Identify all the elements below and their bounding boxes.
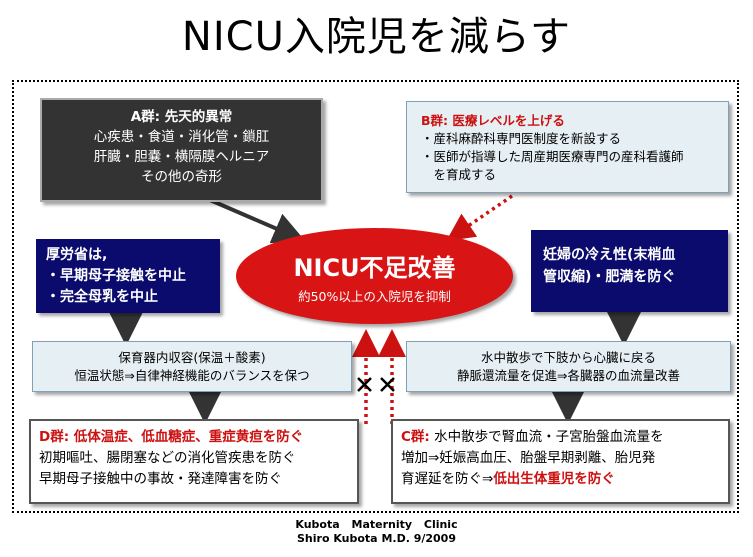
nicu-goal-ellipse: NICU不足改善 約50%以上の入院児を抑制 <box>236 228 513 324</box>
group-a-line: 肝臓・胆嚢・横隔膜ヘルニア <box>93 149 270 165</box>
page-title: NICU入院児を減らす <box>181 14 572 60</box>
dotted-frame <box>12 80 739 513</box>
incubator-line: 恒温状態⇒自律神経機能のバランスを保つ <box>74 368 310 383</box>
group-c-line-2: 増加⇒妊娠高血圧、胎盤早期剥離、胎児発 <box>401 450 656 466</box>
mhlw-line: 厚労省は, <box>46 247 108 263</box>
incubator-box: 保育器内収容(保温＋酸素) 恒温状態⇒自律神経機能のバランスを保つ <box>32 341 352 392</box>
group-c-line-1-text: 水中散歩で腎血流・子宮胎盤血流量を <box>429 429 664 445</box>
arrow-b-to-center <box>446 194 513 241</box>
group-d-box: D群: 低体温症、低血糖症、重症黄疸を防ぐ 初期嘔吐、腸閉塞などの消化管疾患を防… <box>29 419 359 504</box>
group-b-item: を育成する <box>421 167 497 182</box>
nicu-goal-title: NICU不足改善 <box>293 254 456 282</box>
mhlw-box: 厚労省は, ・早期母子接触を中止 ・完全母乳を中止 <box>36 239 220 313</box>
mhlw-line: ・早期母子接触を中止 <box>46 268 186 284</box>
group-d-line: 初期嘔吐、腸閉塞などの消化管疾患を防ぐ <box>39 450 296 466</box>
group-c-box: C群: 水中散歩で腎血流・子宮胎盤血流量を 増加⇒妊娠高血圧、胎盤早期剥離、胎児… <box>391 419 730 504</box>
group-a-line: その他の奇形 <box>141 169 222 185</box>
blocked-mark-right <box>380 377 395 392</box>
group-d-heading: D群: 低体温症、低血糖症、重症黄疸を防ぐ <box>39 429 304 445</box>
cold-prevention-box: 妊婦の冷え性(末梢血 管収縮)・肥満を防ぐ <box>531 230 728 312</box>
incubator-line: 保育器内収容(保温＋酸素) <box>118 350 266 365</box>
group-a-line: 心疾患・食道・消化管・鎖肛 <box>93 129 270 145</box>
group-a-box: A群: 先天的異常 心疾患・食道・消化管・鎖肛 肝臓・胆嚢・横隔膜ヘルニア その… <box>40 98 323 202</box>
group-d-line: 早期母子接触中の事故・発達障害を防ぐ <box>39 471 282 487</box>
group-c-line-3: 育遅延を防ぐ⇒低出生体重児を防ぐ <box>401 469 728 490</box>
group-c-highlight: 低出生体重児を防ぐ <box>493 471 615 487</box>
group-b-item: ・産科麻酔科専門医制度を新設する <box>421 131 622 146</box>
walking-line: 静脈還流量を促進⇒各臓器の血流量改善 <box>457 368 680 383</box>
clinic-credit: Kubota Maternity Clinic <box>295 518 458 531</box>
group-c-heading: C群: <box>401 429 430 445</box>
blocked-mark-left <box>357 377 372 392</box>
arrow-a-to-center <box>209 198 306 244</box>
group-b-box: B群: 医療レベルを上げる ・産科麻酔科専門医制度を新設する ・医師が指導した周… <box>406 101 729 193</box>
mhlw-line: ・完全母乳を中止 <box>46 289 158 305</box>
water-walking-box: 水中散歩で下肢から心臓に戻る 静脈還流量を促進⇒各臓器の血流量改善 <box>406 341 731 392</box>
group-b-heading: B群: 医療レベルを上げる <box>421 113 565 128</box>
group-c-line-3-text: 育遅延を防ぐ⇒ <box>401 471 494 487</box>
group-c-line-1: C群: 水中散歩で腎血流・子宮胎盤血流量を <box>401 427 728 448</box>
cold-line: 妊婦の冷え性(末梢血 <box>543 247 676 263</box>
nicu-goal-subtitle: 約50%以上の入院児を抑制 <box>298 289 451 304</box>
cold-line: 管収縮)・肥満を防ぐ <box>543 269 676 285</box>
group-a-heading: A群: 先天的異常 <box>130 109 233 125</box>
group-b-item: ・医師が指導した周産期医療専門の産科看護師 <box>421 149 684 164</box>
author-credit: Shiro Kubota M.D. 9/2009 <box>297 532 456 545</box>
walking-line: 水中散歩で下肢から心臓に戻る <box>480 350 656 365</box>
